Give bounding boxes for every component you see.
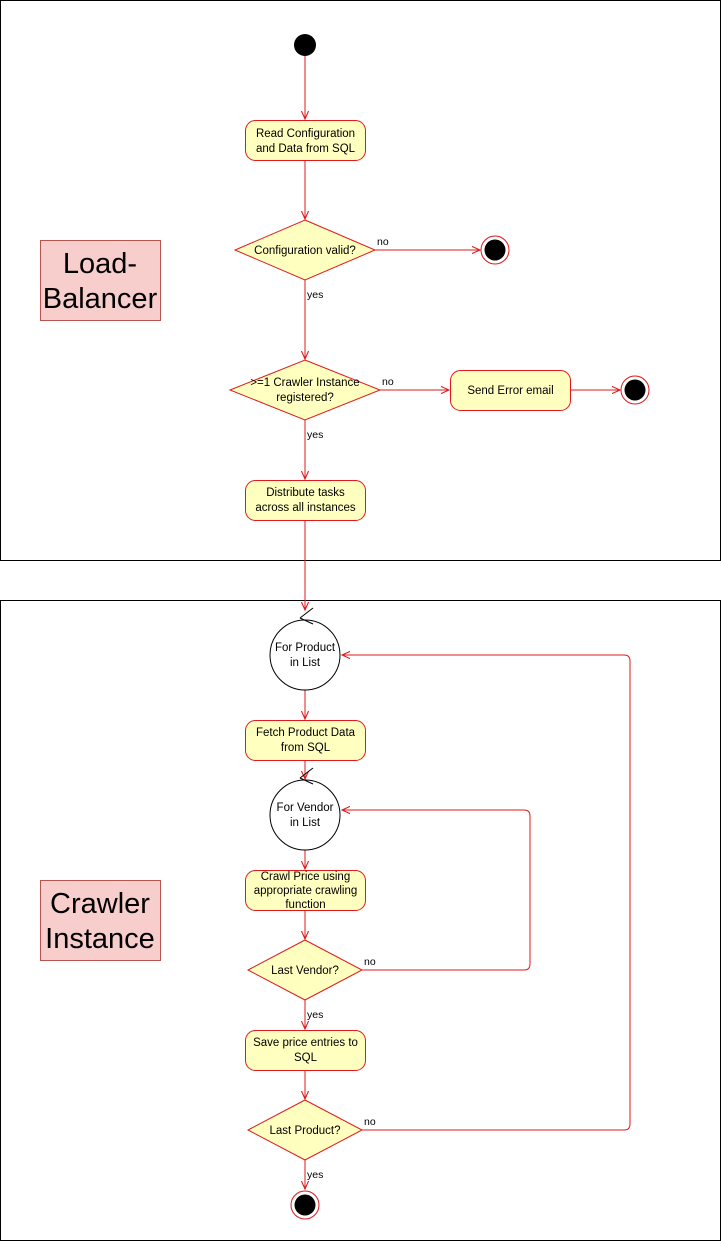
crawl-price-line3: function [285,899,325,911]
read-config-line1: Read Configuration [256,128,355,140]
end-node-config [480,235,510,265]
save-price-line1: Save price entries to [253,1037,358,1049]
edge-label-vendor-no: no [364,956,376,968]
read-config-action: Read Configuration and Data from SQL [245,120,366,161]
end-node-final [290,1190,320,1220]
read-config-line2: and Data from SQL [256,143,356,155]
end-node-error [620,375,650,405]
for-vendor-loop: For Vendor in List [269,767,341,851]
crawler-registered-line1: >=1 Crawler Instance [250,377,359,389]
crawl-price-line1: Crawl Price using [261,871,350,883]
config-valid-decision: Configuration valid? [233,219,377,281]
fetch-product-line2: from SQL [281,742,331,754]
edge-label-product-yes: yes [307,1169,323,1181]
distribute-line1: Distribute tasks [266,487,345,499]
for-product-loop: For Product in List [269,607,341,691]
edge-label-config-no: no [377,236,389,248]
edge-last-vendor-no-loop [342,810,531,971]
edge-label-vendor-yes: yes [307,1009,323,1021]
crawler-registered-decision: >=1 Crawler Instance registered? [228,359,382,421]
distribute-action: Distribute tasks across all instances [245,480,366,521]
edge-label-config-yes: yes [307,289,323,301]
fetch-product-line1: Fetch Product Data [256,727,356,739]
distribute-line2: across all instances [255,502,356,514]
edge-label-product-no: no [364,1116,376,1128]
crawler-instance-label-line1: Crawler [50,888,150,920]
crawler-instance-label: Crawler Instance [40,880,161,961]
last-vendor-decision: Last Vendor? [246,939,364,1001]
save-price-line2: SQL [294,1052,318,1064]
last-product-label: Last Product? [270,1125,341,1137]
fetch-product-action: Fetch Product Data from SQL [245,720,366,761]
crawl-price-action: Crawl Price using appropriate crawling f… [245,870,366,911]
load-balancer-label: Load- Balancer [40,240,161,321]
edge-last-product-no-loop [342,655,631,1131]
edge-label-registered-no: no [382,376,394,388]
load-balancer-label-line2: Balancer [43,283,158,315]
crawler-instance-label-line2: Instance [45,923,155,955]
save-price-action: Save price entries to SQL [245,1030,366,1071]
send-error-action: Send Error email [450,370,571,411]
crawl-price-line2: appropriate crawling [254,885,358,897]
last-vendor-label: Last Vendor? [271,965,339,977]
config-valid-label: Configuration valid? [254,245,356,257]
edge-label-registered-yes: yes [307,429,323,441]
for-product-line2: in List [290,657,321,669]
start-node [294,34,316,56]
for-vendor-line1: For Vendor [277,802,334,814]
for-product-line1: For Product [275,642,336,654]
crawler-registered-line2: registered? [276,392,334,404]
edges [305,56,631,1189]
last-product-decision: Last Product? [246,1099,364,1161]
load-balancer-label-line1: Load- [63,248,137,280]
for-vendor-line2: in List [290,817,321,829]
send-error-label: Send Error email [467,385,553,397]
